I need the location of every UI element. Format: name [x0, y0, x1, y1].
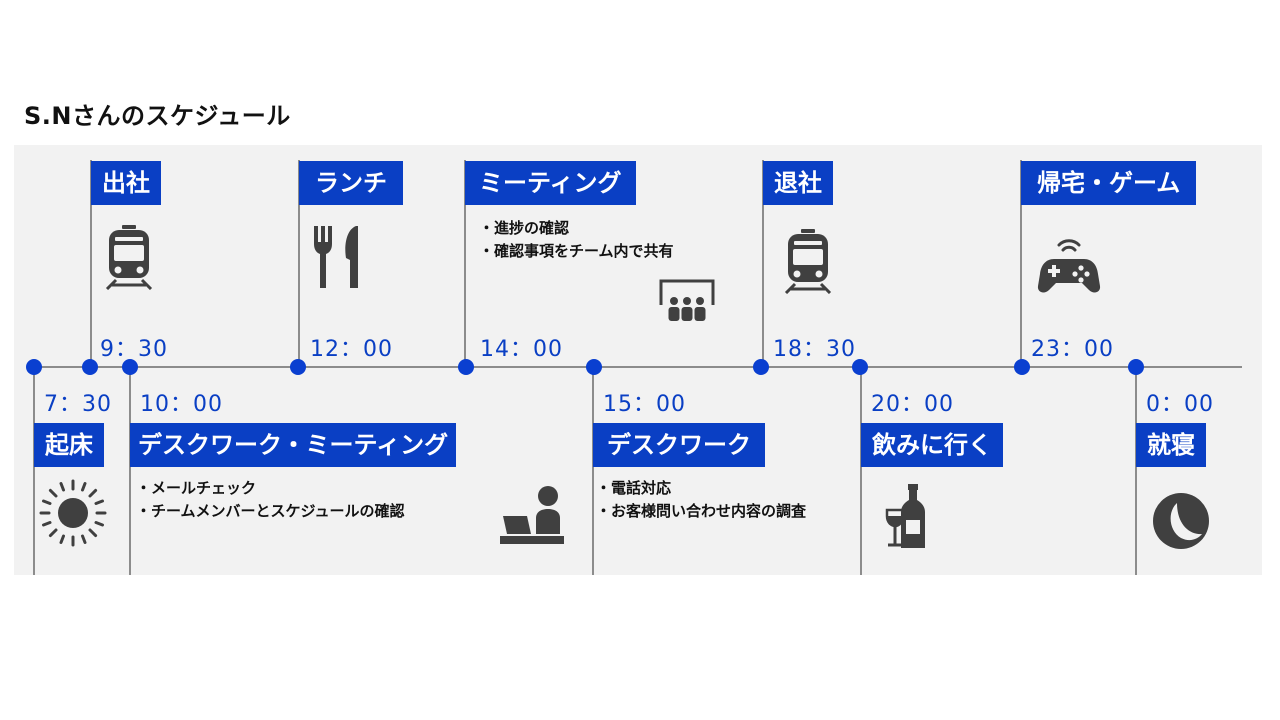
stem-1500: [592, 367, 594, 575]
event-label-lunch: ランチ: [299, 161, 403, 205]
event-label-sleep: 就寝: [1136, 423, 1206, 467]
time-label: 7：30: [44, 392, 112, 417]
event-label-meeting: ミーティング: [465, 161, 636, 205]
note-item: ・お客様問い合わせ内容の調査: [596, 502, 807, 520]
stem-2300: [1020, 160, 1022, 367]
event-label-deskwork-meeting: デスクワーク・ミーティング: [130, 423, 457, 467]
event-notes: ・進捗の確認 ・確認事項をチーム内で共有: [479, 217, 674, 263]
time-label: 12：00: [310, 337, 393, 362]
timeline-panel: [14, 145, 1262, 575]
fork-knife-icon: [314, 226, 358, 288]
stem-0930: [90, 160, 92, 367]
moon-icon: [1153, 493, 1209, 549]
meeting-icon: [659, 279, 715, 321]
wine-icon: [885, 484, 925, 548]
note-item: ・電話対応: [596, 479, 672, 497]
sun-icon: [39, 479, 107, 547]
train-icon: [105, 225, 153, 290]
timeline-dot: [852, 359, 868, 375]
stem-1000: [129, 367, 131, 575]
timeline-dot: [82, 359, 98, 375]
stem-1830: [762, 160, 764, 367]
timeline-dot: [290, 359, 306, 375]
time-label: 18：30: [773, 337, 856, 362]
timeline-dot: [1128, 359, 1144, 375]
time-label: 9：30: [100, 337, 168, 362]
note-item: ・メールチェック: [136, 479, 257, 497]
event-notes: ・メールチェック ・チームメンバーとスケジュールの確認: [136, 477, 405, 523]
event-notes: ・電話対応 ・お客様問い合わせ内容の調査: [596, 477, 806, 523]
gamepad-icon: [1037, 239, 1101, 293]
timeline-dot: [26, 359, 42, 375]
event-label-commute: 出社: [91, 161, 161, 205]
time-label: 14：00: [480, 337, 563, 362]
stem-1400: [464, 160, 466, 367]
event-label-home-game: 帰宅・ゲーム: [1021, 161, 1197, 205]
timeline-dot: [1014, 359, 1030, 375]
stem-0730: [33, 367, 35, 575]
timeline-dot: [458, 359, 474, 375]
event-label-drinks: 飲みに行く: [861, 423, 1003, 467]
event-label-deskwork: デスクワーク: [593, 423, 765, 467]
note-item: ・確認事項をチーム内で共有: [479, 242, 674, 260]
timeline-dot: [586, 359, 602, 375]
timeline-dot: [122, 359, 138, 375]
timeline-dot: [753, 359, 769, 375]
timeline-axis: [34, 366, 1242, 368]
event-label-wakeup: 起床: [34, 423, 104, 467]
page-title: S.Nさんのスケジュール: [24, 102, 291, 130]
desk-worker-icon: [500, 486, 564, 544]
time-label: 20：00: [871, 392, 954, 417]
time-label: 15：00: [603, 392, 686, 417]
stem-1200: [298, 160, 300, 367]
train-icon: [784, 229, 832, 294]
time-label: 10：00: [140, 392, 223, 417]
stem-2000: [860, 367, 862, 575]
stem-0000: [1135, 367, 1137, 575]
note-item: ・進捗の確認: [479, 219, 570, 237]
note-item: ・チームメンバーとスケジュールの確認: [136, 502, 405, 520]
time-label: 23：00: [1031, 337, 1114, 362]
event-label-leave-office: 退社: [763, 161, 833, 205]
time-label: 0：00: [1146, 392, 1214, 417]
